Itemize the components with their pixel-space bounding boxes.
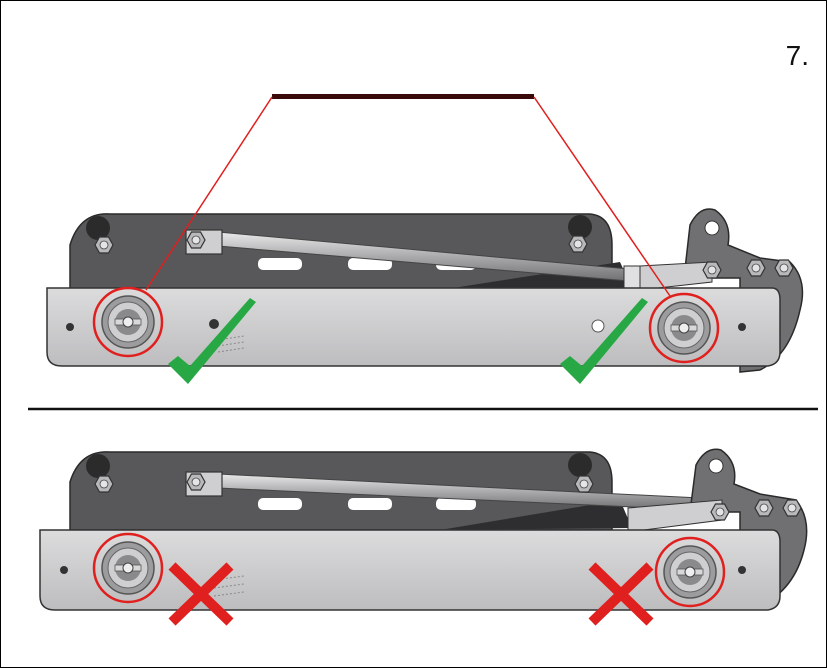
bracket-hole-top (704, 220, 720, 236)
cross-icon (168, 562, 234, 626)
slot-2-bottom (348, 498, 392, 510)
bracket-bolt-2-top (746, 259, 766, 277)
knob-right-bottom (663, 545, 717, 599)
gas-spring-bottom (440, 500, 632, 530)
plate-hole-3-top (591, 319, 605, 333)
clevis-bolt-top (186, 231, 206, 249)
check-icon (168, 298, 256, 384)
bottom-panel-assembly (39, 448, 808, 626)
knob-right-top (657, 301, 711, 355)
frame-bolt-right-bottom (574, 475, 594, 493)
plate-hole-4-top (738, 323, 746, 331)
check-icon (560, 298, 648, 384)
roller-right-top (568, 215, 592, 239)
bracket-bolt-1-top (702, 261, 722, 279)
bracket-bolt-1-bottom (710, 503, 730, 521)
knob-left-top (101, 295, 155, 349)
bracket-bolt-3-bottom (782, 499, 802, 517)
slot-1-bottom (258, 498, 302, 510)
roller-right-bottom (568, 453, 592, 477)
knob-left-bottom (101, 541, 155, 595)
bracket-bolt-3-top (774, 259, 794, 277)
highlight-circle-left-bottom (92, 532, 164, 604)
slot-2-top (348, 258, 392, 270)
plate-hole-2-top (209, 319, 219, 329)
plate-hole-4-bottom (738, 566, 746, 574)
plate-hole-1-bottom (60, 566, 68, 574)
bracket-bolt-2-bottom (754, 499, 774, 517)
plate-hole-1-top (66, 323, 74, 331)
highlight-circle-right-top (648, 292, 720, 364)
highlight-circle-left-top (92, 286, 164, 358)
leader-line-left (145, 96, 273, 291)
roller-left-bottom (86, 454, 110, 478)
top-panel-assembly (46, 94, 804, 384)
clevis-bolt-bottom (186, 473, 206, 491)
frame-bolt-left-bottom (94, 475, 114, 493)
callout-bar (272, 94, 534, 99)
frame-bolt-right-top (568, 235, 588, 253)
highlight-circle-right-bottom (654, 536, 726, 608)
front-plate-bottom (39, 529, 781, 611)
slot-1-top (258, 258, 302, 270)
leader-line-right (533, 96, 671, 297)
cross-icon (588, 562, 654, 626)
bracket-hole-bottom (708, 458, 724, 474)
step-number: 7. (785, 40, 809, 71)
bracket-arm-top (639, 261, 713, 291)
frame-bolt-left-top (94, 236, 114, 254)
slot-3-bottom (436, 498, 476, 510)
roller-left-top (86, 216, 110, 240)
front-plate-top (46, 287, 781, 367)
